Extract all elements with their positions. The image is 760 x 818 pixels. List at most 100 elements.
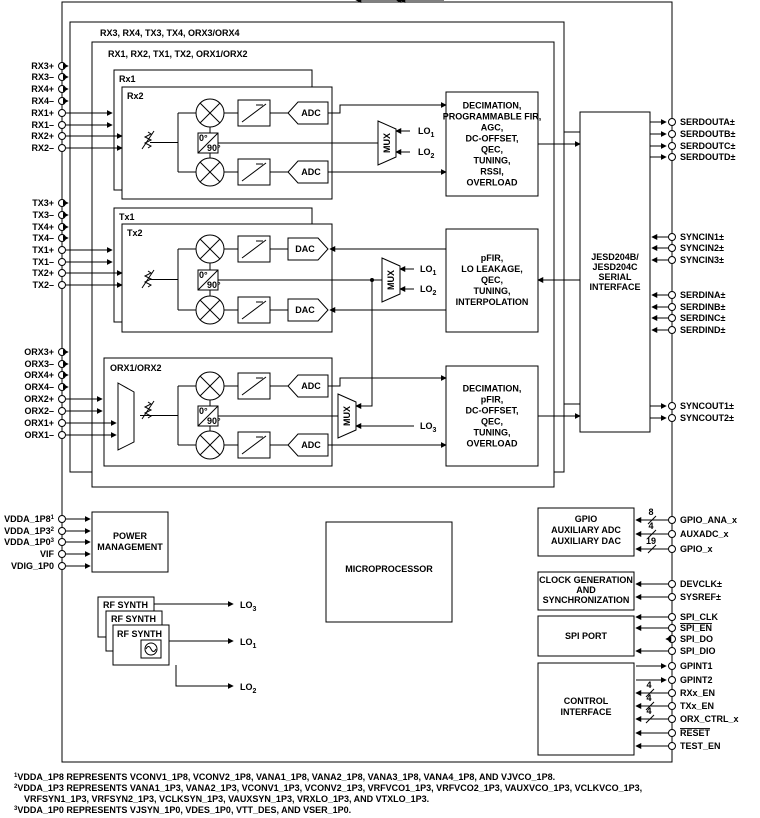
dac-block: [287, 298, 329, 322]
pin-marker: [58, 132, 66, 140]
pin-marker: [668, 326, 676, 334]
pin-label: TX3+: [32, 198, 54, 208]
filter-slope: [241, 300, 267, 320]
pin-label: SERDOUTC±: [680, 141, 736, 151]
pin-marker: [668, 244, 676, 252]
pin-marker: [668, 702, 676, 710]
group-main-label: RX1, RX2, TX1, TX2, ORX1/ORX2: [108, 49, 248, 59]
gpio-label-3: AUXILIARY DAC: [551, 536, 622, 546]
pin-marker: [668, 530, 676, 538]
phase-divider: [197, 405, 219, 427]
orxdsp-line: pFIR,: [481, 395, 504, 405]
pin-marker: [58, 431, 66, 439]
orx-dsp-text: DECIMATION,pFIR,DC-OFFSET,QEC,TUNING,OVE…: [463, 384, 522, 449]
pin-marker: [58, 269, 66, 277]
footnote-line: 2VDDA_1P3 REPRESENTS VANA1_1P3, VANA2_1P…: [14, 783, 642, 793]
pin-label: AUXADC_x: [680, 529, 729, 539]
pin-marker: [668, 635, 676, 643]
filter-slope: [241, 239, 267, 259]
orx-dsp-box: [445, 365, 539, 467]
pin-marker: [58, 234, 66, 242]
pin-label: GPIO_ANA_x: [680, 515, 737, 525]
pin-label: TX1+: [32, 245, 54, 255]
pin-label: TXx_EN: [680, 701, 714, 711]
pin-label: VDDA_1P81: [4, 514, 55, 524]
footnote-line: 3VDDA_1P0 REPRESENTS VJSYN_1P0, VDES_1P0…: [14, 805, 351, 815]
pin-label: TX4+: [32, 222, 54, 232]
lo-label: LO2: [418, 147, 435, 160]
adc-label: ADC: [301, 108, 321, 118]
pin-label: VDIG_1P0: [11, 561, 54, 571]
rx-dsp-box: [445, 91, 539, 197]
clock-label-2: AND: [576, 585, 596, 595]
left-pins: RX3+RX3–RX4+RX4–RX1+RX1–RX2+RX2–TX3+TX3–…: [4, 61, 123, 571]
rf-synth-label-1: RF SYNTH: [103, 600, 148, 610]
pin-marker: [668, 153, 676, 161]
pin-marker: [58, 527, 66, 535]
gpio-label-2: AUXILIARY ADC: [551, 525, 621, 535]
lo2-synth-line: [175, 665, 234, 689]
adc-to-dsp: [328, 102, 447, 114]
pin-label: SERDINB±: [680, 302, 726, 312]
rf-synth-label-2: RF SYNTH: [111, 614, 156, 624]
lo-label: LO2: [420, 284, 437, 297]
pin-label: GPINT2: [680, 675, 713, 685]
lo-label: LO3: [420, 421, 437, 434]
synth-lo1-label: LO1: [240, 637, 257, 650]
pin-label: SYNCIN3±: [680, 255, 724, 265]
txdsp-line: TUNING,: [474, 286, 511, 296]
pin-label: ORX3+: [24, 347, 54, 357]
pin-label: TX4–: [32, 233, 54, 243]
pin-label: SERDOUTB±: [680, 129, 736, 139]
pin-marker: [668, 647, 676, 655]
pin-marker: [58, 85, 66, 93]
pin-label: SPI_DIO: [680, 646, 716, 656]
pin-label: RX4+: [31, 84, 54, 94]
pin-marker: [668, 676, 676, 684]
rx2-label: Rx2: [127, 91, 144, 101]
pin-label: SYSREF±: [680, 592, 721, 602]
pin-marker: [668, 130, 676, 138]
rf-synth-label-3: RF SYNTH: [117, 629, 162, 639]
rxdsp-line: AGC,: [481, 123, 504, 133]
phase-90-label: 90°: [207, 143, 221, 153]
pin-marker: [58, 109, 66, 117]
pin-marker: [58, 419, 66, 427]
pin-label: SERDINA±: [680, 290, 726, 300]
pin-label: ORX_CTRL_x: [680, 714, 739, 724]
dac-block: [287, 237, 329, 261]
pin-label: SYNCOUT2±: [680, 413, 734, 423]
mux-block: [337, 393, 357, 439]
pin-marker: [58, 199, 66, 207]
dac-label: DAC: [295, 244, 315, 254]
pin-label: TX2+: [32, 268, 54, 278]
bus-width: 19: [646, 536, 656, 546]
signal-chains: ADCADC0°90°MUXLO1LO2DACDAC0°90°MUXLO1LO2…: [117, 0, 581, 460]
pin-marker: [58, 360, 66, 368]
pin-marker: [668, 303, 676, 311]
txdsp-line: pFIR,: [481, 253, 504, 263]
mux-block: [377, 120, 397, 166]
pin-label: RX2–: [31, 143, 54, 153]
pin-marker: [58, 62, 66, 70]
attenuator-icon: [143, 270, 153, 288]
pin-marker: [668, 593, 676, 601]
rxdsp-line: QEC,: [481, 145, 503, 155]
adc-to-dsp: [328, 375, 447, 387]
tx1-label: Tx1: [119, 212, 135, 222]
mux-label: MUX: [342, 406, 352, 426]
pin-label: RESET: [680, 728, 711, 738]
bus-slash: [645, 701, 655, 711]
pin-label: SYNCIN1±: [680, 232, 724, 242]
bus-slash: [645, 714, 655, 724]
pin-marker: [668, 729, 676, 737]
jesdtxt-line: INTERFACE: [589, 282, 640, 292]
jesd-box: [579, 111, 651, 433]
pin-label: SERDINC±: [680, 313, 726, 323]
tx-dsp-text: pFIR,LO LEAKAGE,QEC,TUNING,INTERPOLATION: [456, 253, 529, 307]
adc-block: [287, 374, 329, 398]
gpio-box: [537, 507, 635, 557]
